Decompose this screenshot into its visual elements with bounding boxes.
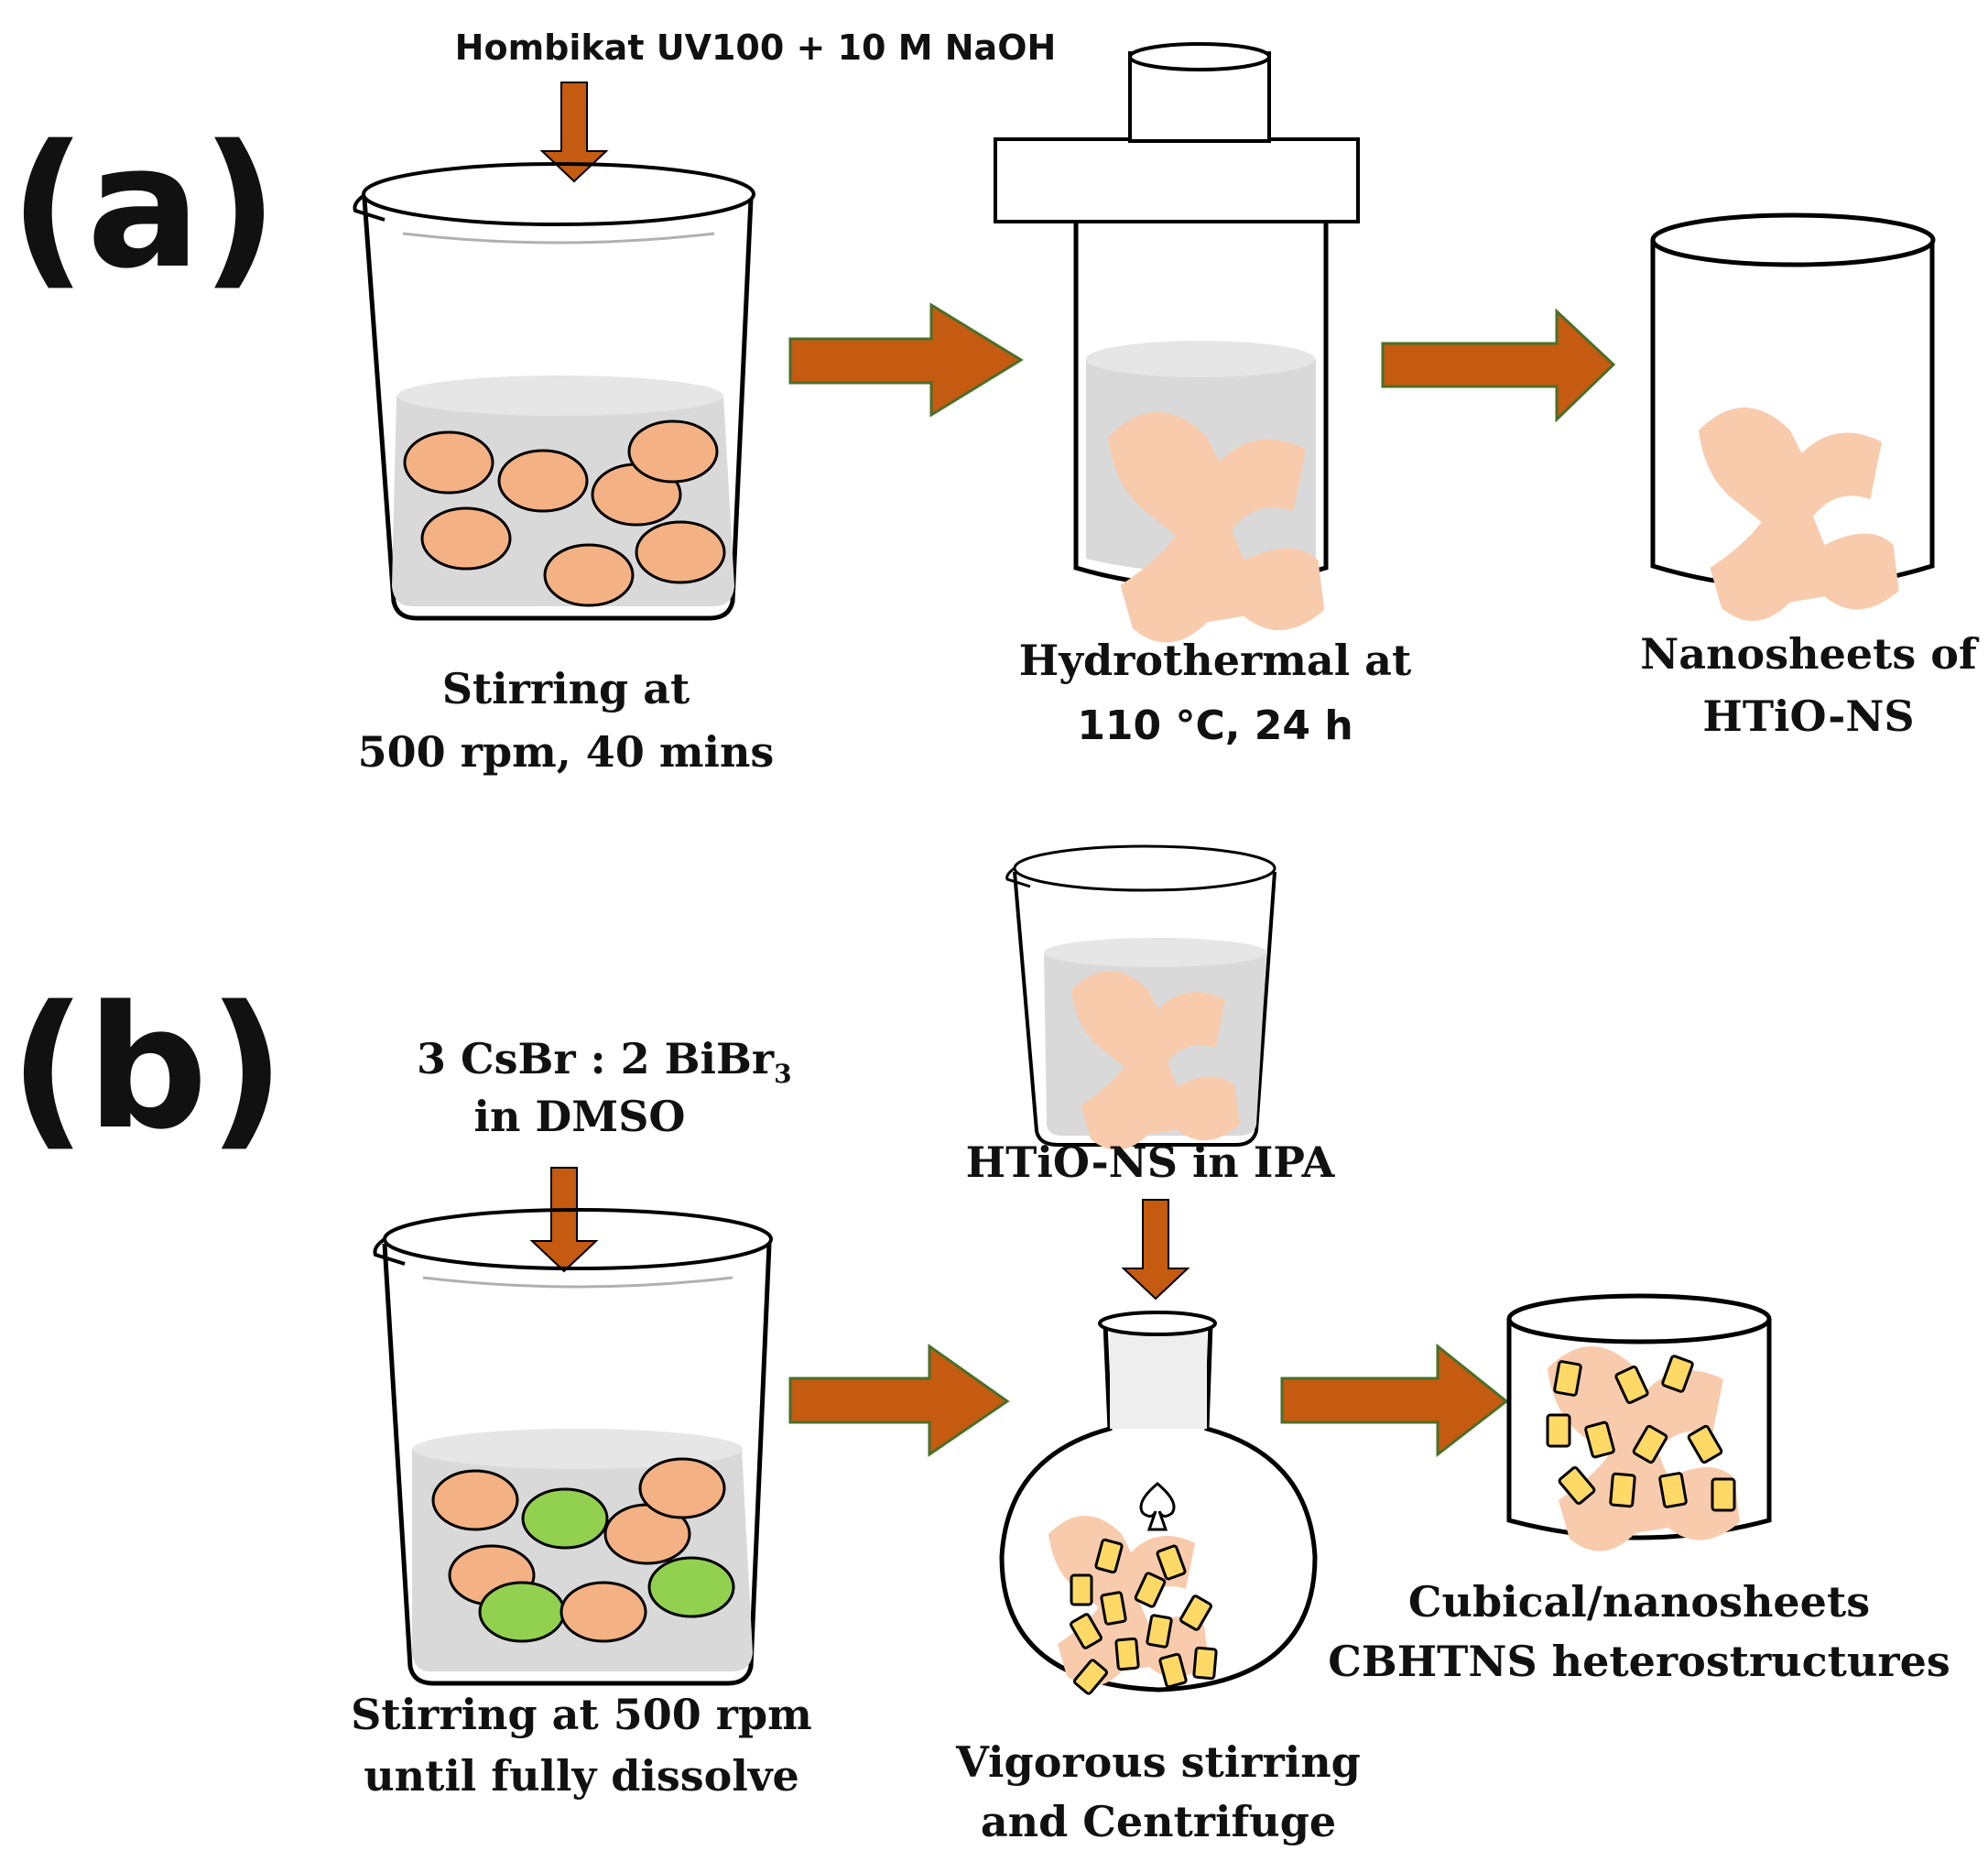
down-arrow-icon: [529, 1167, 599, 1273]
panel-a-step2-line2: 110 °C, 24 h: [1077, 702, 1352, 749]
panel-a-step1-line2: 500 rpm, 40 mins: [358, 727, 775, 777]
panel-b-step2-line1: Vigorous stirring: [955, 1737, 1361, 1787]
flask-icon: [999, 1311, 1318, 1695]
panel-b-side-input-label: HTiO-NS in IPA: [966, 1137, 1336, 1187]
right-arrow-icon: [1381, 308, 1616, 423]
beaker-icon: [1005, 844, 1276, 1150]
beaker-icon: [373, 1208, 773, 1686]
down-arrow-icon: [1121, 1199, 1190, 1301]
right-arrow-icon: [788, 1344, 1010, 1457]
panel-b-input-line1: 3 CsBr : 2 BiBr3: [417, 1034, 792, 1089]
right-arrow-icon: [1280, 1343, 1509, 1458]
panel-a-step3-line1: Nanosheets of: [1640, 629, 1980, 679]
right-arrow-icon: [788, 302, 1024, 418]
container-icon: [1650, 212, 1936, 621]
panel-b-label: (b): [9, 969, 286, 1167]
panel-a-step1-line1: Stirring at: [442, 664, 690, 713]
panel-b-step1-line2: until fully dissolve: [364, 1751, 799, 1801]
panel-b-step3-line2: CBHTNS heterostructures: [1328, 1637, 1950, 1686]
panel-a-step3-line2: HTiO-NS: [1702, 691, 1914, 741]
autoclave-icon: [994, 42, 1360, 643]
panel-b-step3-line1: Cubical/nanosheets: [1408, 1577, 1870, 1627]
panel-a-label: (a): [9, 108, 278, 306]
panel-a-step2-line1: Hydrothermal at: [1019, 636, 1412, 685]
panel-b-step1-line1: Stirring at 500 rpm: [351, 1690, 812, 1739]
container-icon: [1506, 1293, 1772, 1551]
panel-b-input-line2: in DMSO: [473, 1092, 685, 1141]
panel-b-step2-line2: and Centrifuge: [981, 1797, 1336, 1846]
panel-a-input-label: Hombikat UV100 + 10 M NaOH: [455, 27, 1057, 68]
down-arrow-icon: [539, 82, 609, 183]
beaker-icon: [353, 162, 755, 621]
